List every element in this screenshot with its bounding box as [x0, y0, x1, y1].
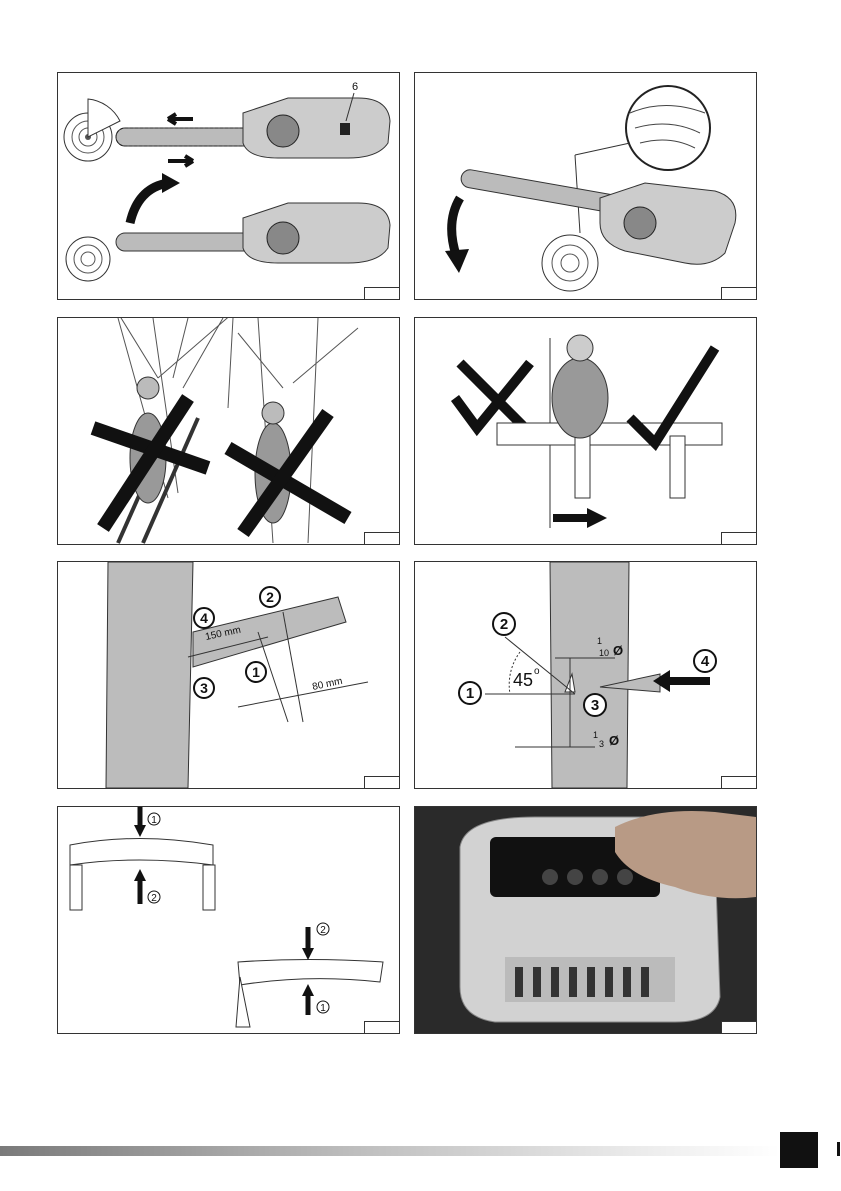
dimension-80mm: 80 mm: [311, 676, 343, 693]
log-bent-up: [70, 839, 213, 866]
prohibited-use-illustration: [58, 318, 399, 544]
figure-number-box: [721, 1021, 757, 1034]
figure-panel-felling-notch: 2 1 3 4 45 o 1 10 Ø 1 3 Ø: [414, 561, 757, 789]
label-step-4: 4: [200, 610, 208, 626]
figure-number-box: [364, 287, 400, 300]
arrow-left-icon: [168, 114, 193, 124]
fraction-bottom-numerator: 1: [593, 730, 598, 740]
footer-gradient-bar: [0, 1146, 780, 1156]
detail-magnifier-icon: [626, 86, 710, 170]
log-on-trestle: [497, 423, 722, 445]
log-bent-down: [238, 960, 383, 986]
diameter-symbol: Ø: [609, 733, 619, 748]
figure-panel-tension-cutting: 1 2 2 1: [57, 806, 400, 1034]
figure-number-box: [721, 776, 757, 789]
tree-trunk: [106, 562, 193, 788]
fraction-bottom-denominator: 3: [599, 739, 604, 749]
arrow-right-icon: [168, 156, 193, 166]
fraction-top-numerator: 1: [597, 636, 602, 646]
figure-number-box: [721, 532, 757, 545]
page-edge-mark: [837, 1142, 840, 1156]
label-step-1: 1: [320, 1003, 326, 1014]
label-step-4: 4: [701, 653, 710, 670]
label-step-1: 1: [466, 685, 474, 702]
figure-panel-cutting-detail: [414, 72, 757, 300]
page-number-box: [780, 1132, 818, 1168]
chainsaw-cut-illustration: [415, 73, 756, 299]
correct-position-illustration: [415, 318, 756, 544]
figure-panel-chain-direction: 6: [57, 72, 400, 300]
felling-notch-diagram: 2 1 3 4 45 o 1 10 Ø 1 3 Ø: [415, 562, 756, 788]
tension-cut-diagram: 1 2 2 1: [58, 807, 399, 1033]
battery-photo: [415, 807, 756, 1033]
figure-panel-prohibited-positions: [57, 317, 400, 545]
figure-panel-correct-position: [414, 317, 757, 545]
angle-label: 45: [513, 670, 533, 690]
label-step-1: 1: [252, 664, 260, 680]
figure-panel-branch-cutting: 4 2 1 3 150 mm 80 mm: [57, 561, 400, 789]
figure-number-box: [364, 1021, 400, 1034]
label-step-3: 3: [200, 680, 208, 696]
branch-cut-diagram: 4 2 1 3 150 mm 80 mm: [58, 562, 399, 788]
label-step-1: 1: [151, 815, 157, 826]
label-step-2: 2: [266, 589, 274, 605]
curved-arrow-down-icon: [452, 198, 460, 258]
label-step-2: 2: [151, 893, 157, 904]
svg-text:o: o: [534, 666, 540, 677]
label-step-2: 2: [320, 925, 326, 936]
part-number-label: 6: [352, 81, 358, 93]
label-step-3: 3: [591, 697, 599, 714]
figure-number-box: [364, 532, 400, 545]
log-icon: [66, 237, 110, 281]
label-step-2: 2: [500, 616, 508, 633]
figure-number-box: [721, 287, 757, 300]
log-icon: [542, 235, 598, 291]
tree-trunk: [550, 562, 629, 788]
chainsaw-illustration: 6: [58, 73, 399, 299]
figure-number-box: [364, 776, 400, 789]
figure-panel-battery-photo: [414, 806, 757, 1034]
fraction-top-denominator: 10: [599, 648, 609, 658]
diameter-symbol: Ø: [613, 643, 623, 658]
